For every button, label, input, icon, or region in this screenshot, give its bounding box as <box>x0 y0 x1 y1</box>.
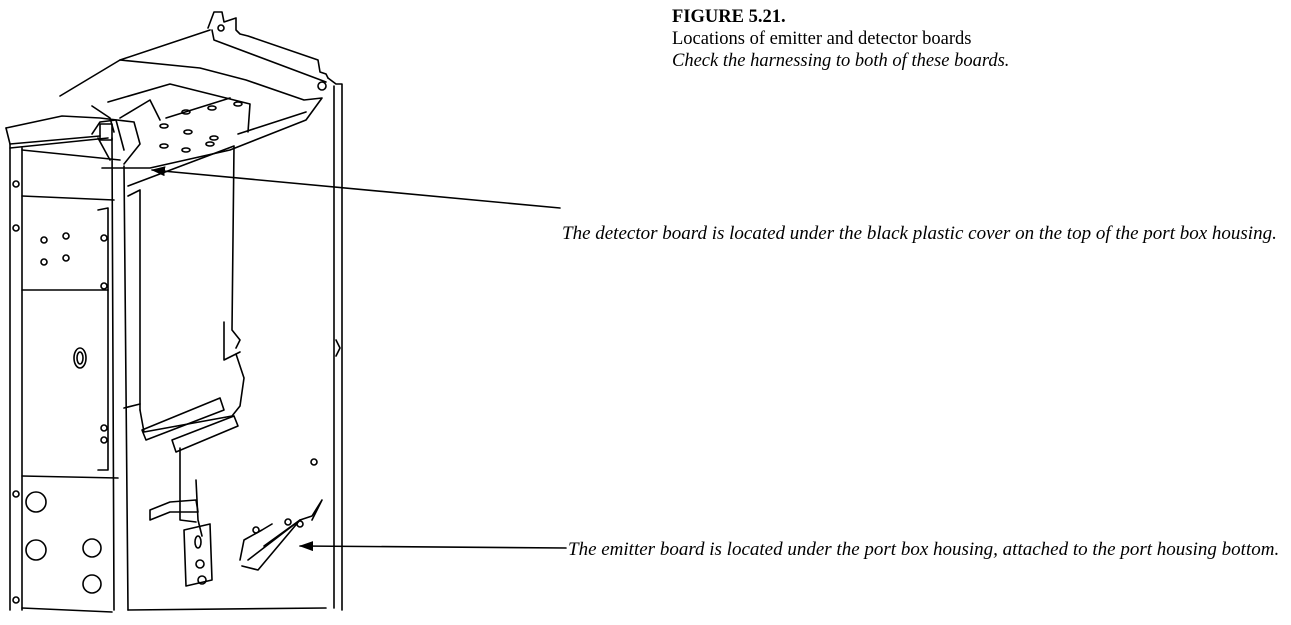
detector-leader-arrow <box>151 166 561 209</box>
figure-caption: FIGURE 5.21. Locations of emitter and de… <box>672 6 1009 72</box>
left-front-panel <box>9 137 121 613</box>
detector-cover <box>5 115 141 165</box>
emitter-leader-arrow <box>299 541 567 552</box>
figure-number: FIGURE 5.21. <box>672 7 786 27</box>
figure-title: Locations of emitter and detector boards <box>672 29 972 49</box>
emitter-board-callout: The emitter board is located under the p… <box>568 539 1280 560</box>
rear-panel <box>207 11 343 611</box>
detector-board-callout: The detector board is located under the … <box>562 223 1277 244</box>
inner-housing <box>97 137 245 611</box>
top-tray <box>59 29 323 169</box>
emitter-bracket <box>127 415 327 611</box>
figure-note: Check the harnessing to both of these bo… <box>672 51 1010 71</box>
